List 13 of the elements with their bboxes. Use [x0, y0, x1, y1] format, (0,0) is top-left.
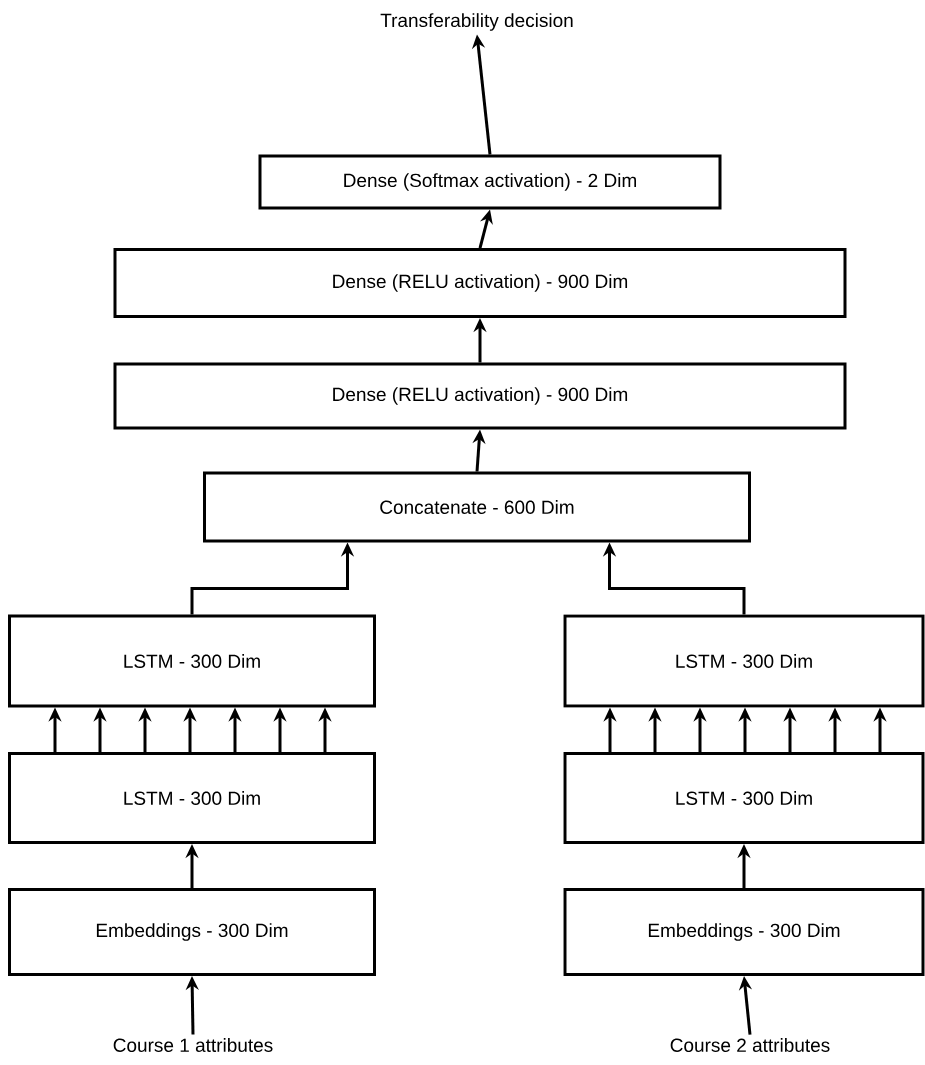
input-label: Course 2 attributes [670, 1038, 830, 1052]
layer-box: LSTM - 300 Dim [8, 752, 376, 844]
layer-box: LSTM - 300 Dim [563, 614, 925, 708]
layer-box: Dense (RELU activation) - 900 Dim [113, 362, 847, 430]
layer-box: Embeddings - 300 Dim [563, 888, 925, 976]
layer-box: LSTM - 300 Dim [8, 614, 376, 708]
layer-box: Dense (Softmax activation) - 2 Dim [258, 154, 722, 210]
output-label: Transferability decision [380, 13, 573, 31]
input-label: Course 1 attributes [113, 1038, 273, 1052]
layer-box: Dense (RELU activation) - 900 Dim [113, 248, 847, 318]
layer-box: LSTM - 300 Dim [563, 752, 925, 844]
layer-box: Concatenate - 600 Dim [203, 471, 751, 543]
layer-box: Embeddings - 300 Dim [8, 888, 376, 976]
